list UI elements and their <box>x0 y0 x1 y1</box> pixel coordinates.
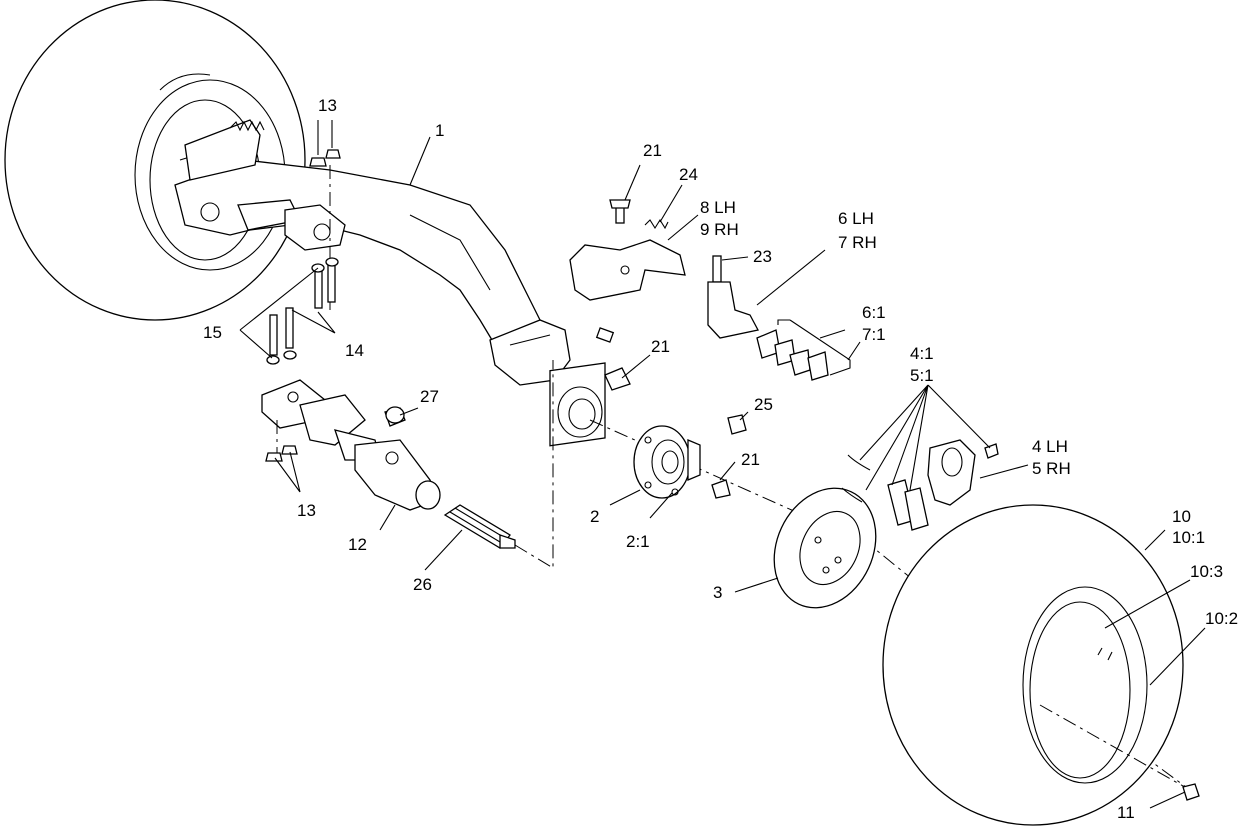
wheel-hub <box>633 425 701 499</box>
callout-labels: 1 13 15 14 13 12 26 27 21 24 8 LH 9 RH 2… <box>203 96 1238 822</box>
left-wheel <box>4 0 306 321</box>
callout-27: 27 <box>420 387 439 406</box>
brake-pads-6-1 <box>756 319 829 381</box>
callout-13-bottom: 13 <box>297 501 316 520</box>
splined-shaft-26 <box>443 504 516 549</box>
bolts-13-bottom <box>265 445 298 462</box>
callout-10: 10 <box>1172 507 1191 526</box>
brake-rotor <box>773 487 877 609</box>
callout-13-top: 13 <box>318 96 337 115</box>
callout-14: 14 <box>345 341 364 360</box>
callout-5-rh: 5 RH <box>1032 459 1071 478</box>
caliper-bracket <box>707 255 759 339</box>
callout-12: 12 <box>348 535 367 554</box>
callout-10-2: 10:2 <box>1205 609 1238 628</box>
callout-21-mid: 21 <box>651 337 670 356</box>
right-wheel <box>882 504 1191 826</box>
callout-6-1: 6:1 <box>862 303 886 322</box>
left-spring <box>229 120 265 132</box>
upper-u-joint <box>200 199 346 251</box>
leader-lines <box>239 120 1206 809</box>
callout-23: 23 <box>753 247 772 266</box>
callout-4-lh: 4 LH <box>1032 437 1068 456</box>
callout-4-1: 4:1 <box>910 344 934 363</box>
brake-caliper <box>841 439 999 531</box>
callout-10-3: 10:3 <box>1190 562 1223 581</box>
callout-5-1: 5:1 <box>910 366 934 385</box>
spindle-bracket <box>569 199 686 301</box>
nut-25 <box>727 414 747 435</box>
callout-8-lh: 8 LH <box>700 198 736 217</box>
callout-11: 11 <box>1117 803 1135 822</box>
callout-10-1: 10:1 <box>1172 528 1205 547</box>
callout-25: 25 <box>754 395 773 414</box>
bolt-21-mid <box>595 327 631 391</box>
callout-2-1: 2:1 <box>626 532 650 551</box>
spacer-27 <box>384 406 406 427</box>
callout-21-right: 21 <box>741 450 760 469</box>
callout-7-1: 7:1 <box>862 325 886 344</box>
steering-shaft <box>261 379 441 511</box>
bolt-21-right <box>711 479 731 499</box>
bolts-14 <box>266 257 339 365</box>
callout-15: 15 <box>203 323 222 342</box>
callout-26: 26 <box>413 575 432 594</box>
callout-7-rh: 7 RH <box>838 233 877 252</box>
callout-21-top: 21 <box>643 141 662 160</box>
callout-2: 2 <box>590 507 599 526</box>
callout-24: 24 <box>679 165 698 184</box>
callout-3: 3 <box>713 583 722 602</box>
lug-nut-11 <box>1182 783 1200 801</box>
callout-6-lh: 6 LH <box>838 209 874 228</box>
callout-1: 1 <box>435 121 444 140</box>
callout-9-rh: 9 RH <box>700 220 739 239</box>
